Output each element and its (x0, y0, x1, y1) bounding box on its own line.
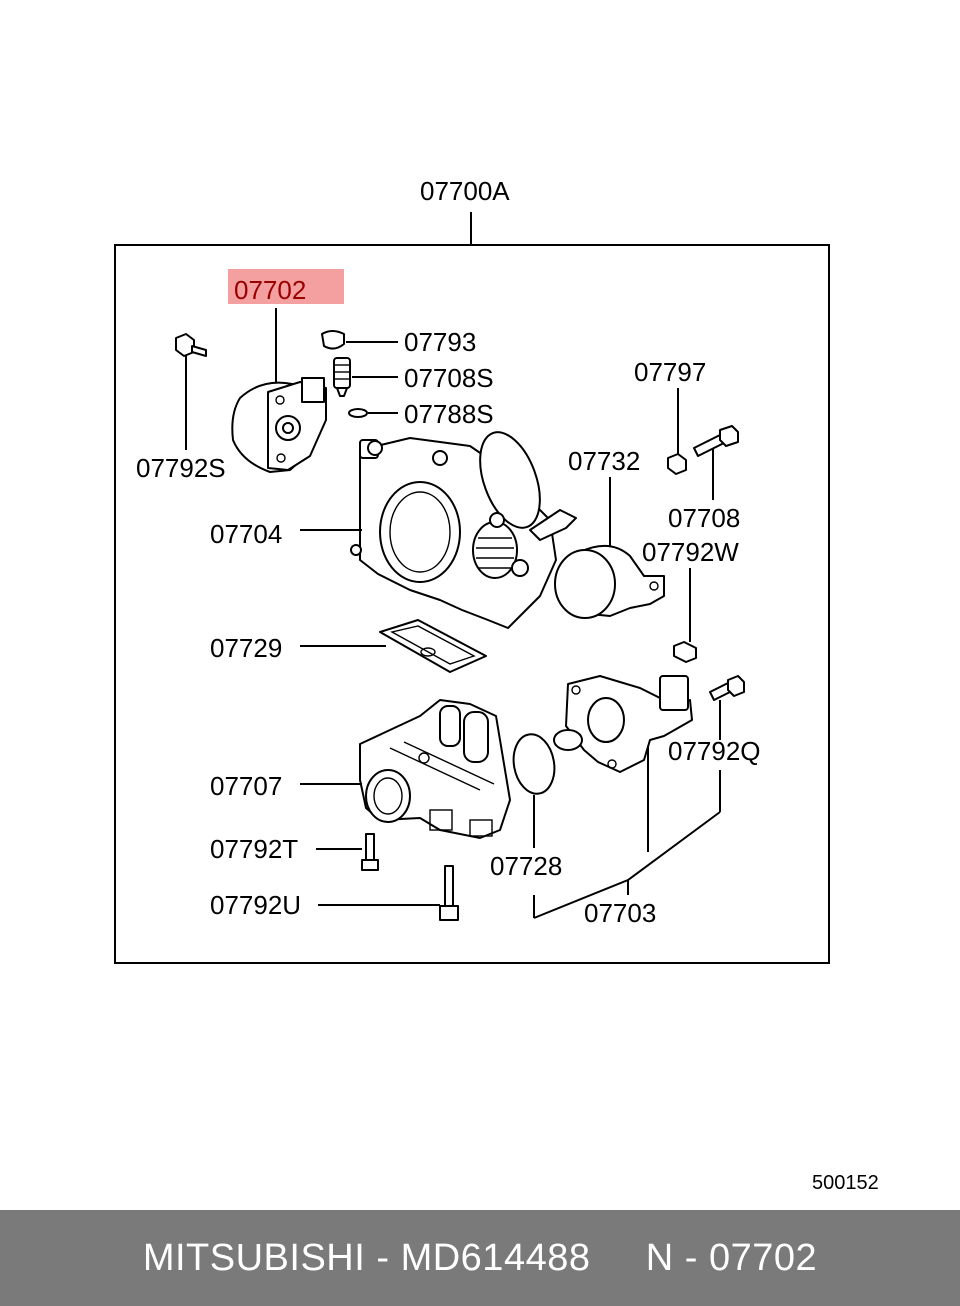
footer-part-number: MD614488 (400, 1236, 591, 1279)
bolt-07708[interactable] (693, 425, 739, 457)
drawing-number: 500152 (812, 1172, 879, 1194)
screw-07792q[interactable] (709, 675, 745, 701)
screw-07792t[interactable] (361, 833, 379, 871)
screw-07792s[interactable] (175, 333, 207, 357)
label-07788s[interactable]: 07788S (404, 399, 494, 429)
label-07797[interactable]: 07797 (634, 357, 706, 387)
gasket-07729[interactable] (379, 619, 487, 673)
label-07792w[interactable]: 07792W (642, 537, 739, 567)
footer-separator: - (365, 1236, 401, 1279)
highlight-box (228, 269, 344, 304)
idle-speed-control-07703[interactable] (553, 675, 693, 773)
footer-brand: MITSUBISHI (142, 1236, 366, 1279)
label-07728[interactable]: 07728 (490, 851, 562, 881)
label-07729[interactable]: 07729 (210, 633, 282, 663)
label-07702[interactable]: 07702 (234, 275, 306, 305)
footer-gap (590, 1237, 645, 1280)
throttle-body[interactable] (350, 424, 577, 629)
screw-07792w[interactable] (673, 641, 697, 663)
label-07792u[interactable]: 07792U (210, 890, 301, 920)
label-07708s[interactable]: 07708S (404, 363, 494, 393)
footer-reference: N - 07702 (645, 1236, 818, 1279)
adjusting-screw-07708s[interactable] (333, 357, 351, 397)
throttle-position-sensor[interactable] (231, 377, 327, 473)
footer-bar: MITSUBISHI - MD614488 N - 07702 (0, 1210, 960, 1306)
label-07793[interactable]: 07793 (404, 327, 476, 357)
label-07703[interactable]: 07703 (584, 898, 656, 928)
label-07792t[interactable]: 07792T (210, 834, 298, 864)
screw-07792u[interactable] (439, 865, 459, 921)
label-07704[interactable]: 07704 (210, 519, 282, 549)
parts-diagram: 07700A 07702 07792S 07793 07708S 07788S (114, 176, 879, 1194)
throttle-body-base-07707[interactable] (359, 699, 511, 839)
dashpot-07732[interactable] (554, 545, 665, 619)
plug-07793[interactable] (321, 330, 345, 350)
label-07708[interactable]: 07708 (668, 503, 740, 533)
label-07792q[interactable]: 07792Q (668, 736, 761, 766)
oring-07728[interactable] (509, 731, 559, 797)
assembly-label: 07700A (420, 176, 510, 206)
nut-07797[interactable] (667, 453, 687, 475)
label-07707[interactable]: 07707 (210, 771, 282, 801)
oring-07788s[interactable] (348, 408, 368, 418)
label-07732[interactable]: 07732 (568, 446, 640, 476)
label-07792s[interactable]: 07792S (136, 453, 226, 483)
